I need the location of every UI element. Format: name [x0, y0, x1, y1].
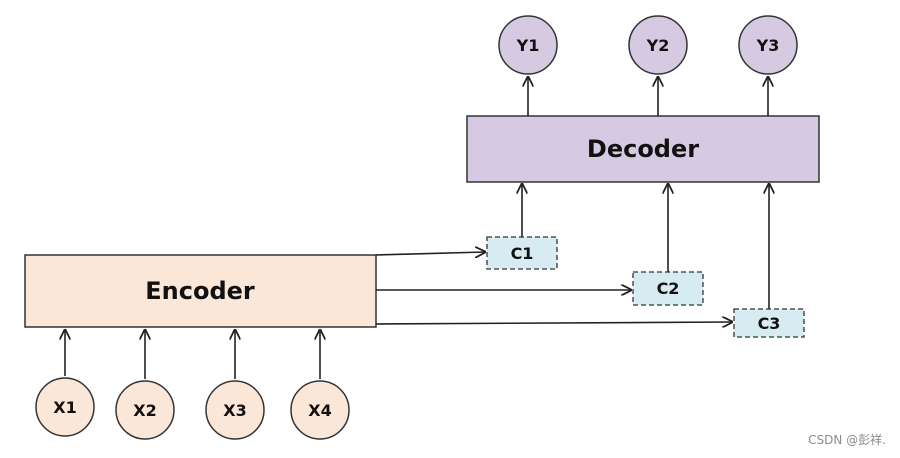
decoder-block: Decoder — [466, 115, 820, 183]
input-label: X2 — [133, 401, 156, 420]
context-label: C2 — [657, 279, 680, 298]
context-rect — [632, 271, 704, 306]
output-node-y1: Y1 — [498, 15, 558, 75]
output-circle — [628, 15, 688, 75]
output-label: Y2 — [646, 36, 670, 55]
input-circle — [205, 380, 265, 440]
input-label: X1 — [53, 398, 76, 417]
input-label: X3 — [223, 401, 246, 420]
input-node-x1: X1 — [35, 377, 95, 437]
context-rect — [733, 308, 805, 338]
output-circle — [738, 15, 798, 75]
decoder-label: Decoder — [587, 135, 699, 163]
input-circle — [290, 380, 350, 440]
encoder-block: Encoder — [24, 254, 377, 328]
arrow-encoder-to-c1 — [375, 252, 485, 255]
encoder-box — [24, 254, 377, 328]
decoder-box — [466, 115, 820, 183]
context-box-c1: C1 — [486, 236, 558, 270]
output-label: Y3 — [756, 36, 780, 55]
encoder-label: Encoder — [145, 277, 255, 305]
context-label: C3 — [758, 314, 781, 333]
input-circle — [35, 377, 95, 437]
context-label: C1 — [511, 244, 534, 263]
output-circle — [498, 15, 558, 75]
input-node-x2: X2 — [115, 380, 175, 440]
input-node-x4: X4 — [290, 380, 350, 440]
output-label: Y1 — [516, 36, 540, 55]
arrow-encoder-to-c3 — [375, 322, 732, 324]
context-box-c2: C2 — [632, 271, 704, 306]
input-node-x3: X3 — [205, 380, 265, 440]
watermark-text: CSDN @彭祥. — [808, 433, 886, 447]
output-node-y3: Y3 — [738, 15, 798, 75]
input-label: X4 — [308, 401, 331, 420]
context-box-c3: C3 — [733, 308, 805, 338]
output-node-y2: Y2 — [628, 15, 688, 75]
input-circle — [115, 380, 175, 440]
